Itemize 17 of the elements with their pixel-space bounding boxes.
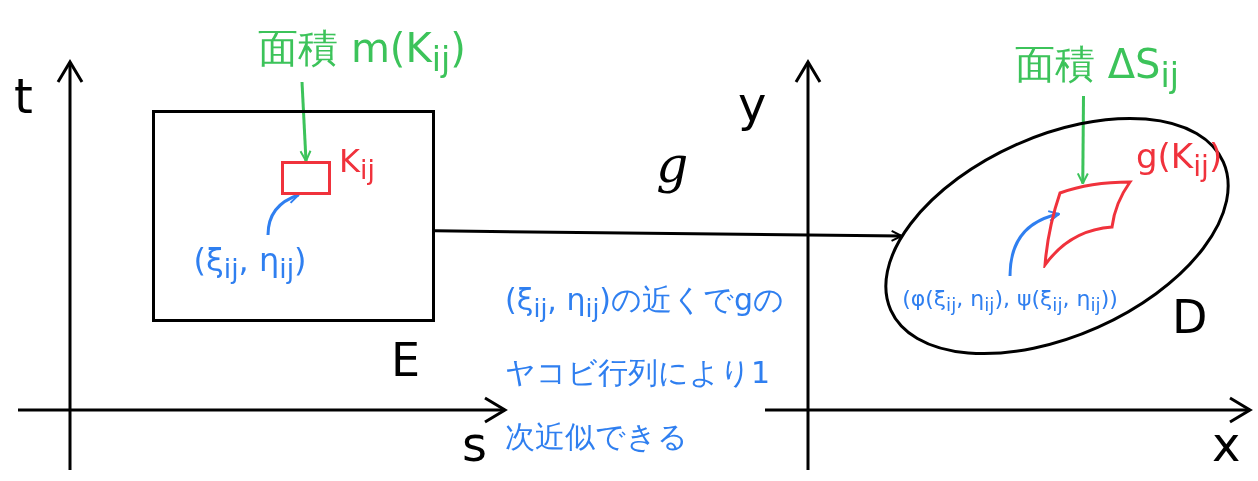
axis-label: y	[738, 78, 767, 131]
axis-label: x	[1212, 418, 1241, 471]
region-label: D	[1172, 292, 1208, 343]
axis-label: t	[14, 70, 33, 123]
area-annotation: 面積 m(K$_{ij}$)	[212, 18, 512, 82]
region-label: K$_{ij}$	[339, 144, 375, 185]
arrow	[435, 229, 903, 242]
region-label: E	[391, 335, 421, 386]
arrow	[1008, 210, 1060, 277]
arrow	[299, 81, 312, 162]
arrow	[266, 192, 300, 236]
point-label: (ξ$_{ij}$, η$_{ij}$)	[175, 235, 325, 291]
axis-label: s	[462, 418, 487, 471]
point-label: (φ(ξ$_{ij}$, η$_{ij}$), ψ(ξ$_{ij}$, η$_{ij}$))	[880, 276, 1140, 326]
arrow	[1076, 96, 1089, 185]
area-annotation: 面積 ΔS$_{ij}$	[962, 36, 1232, 96]
note-text: (ξ$_{ij}$, η$_{ij}$)の近くでgのヤコビ行列により1次近似できる	[505, 281, 786, 456]
